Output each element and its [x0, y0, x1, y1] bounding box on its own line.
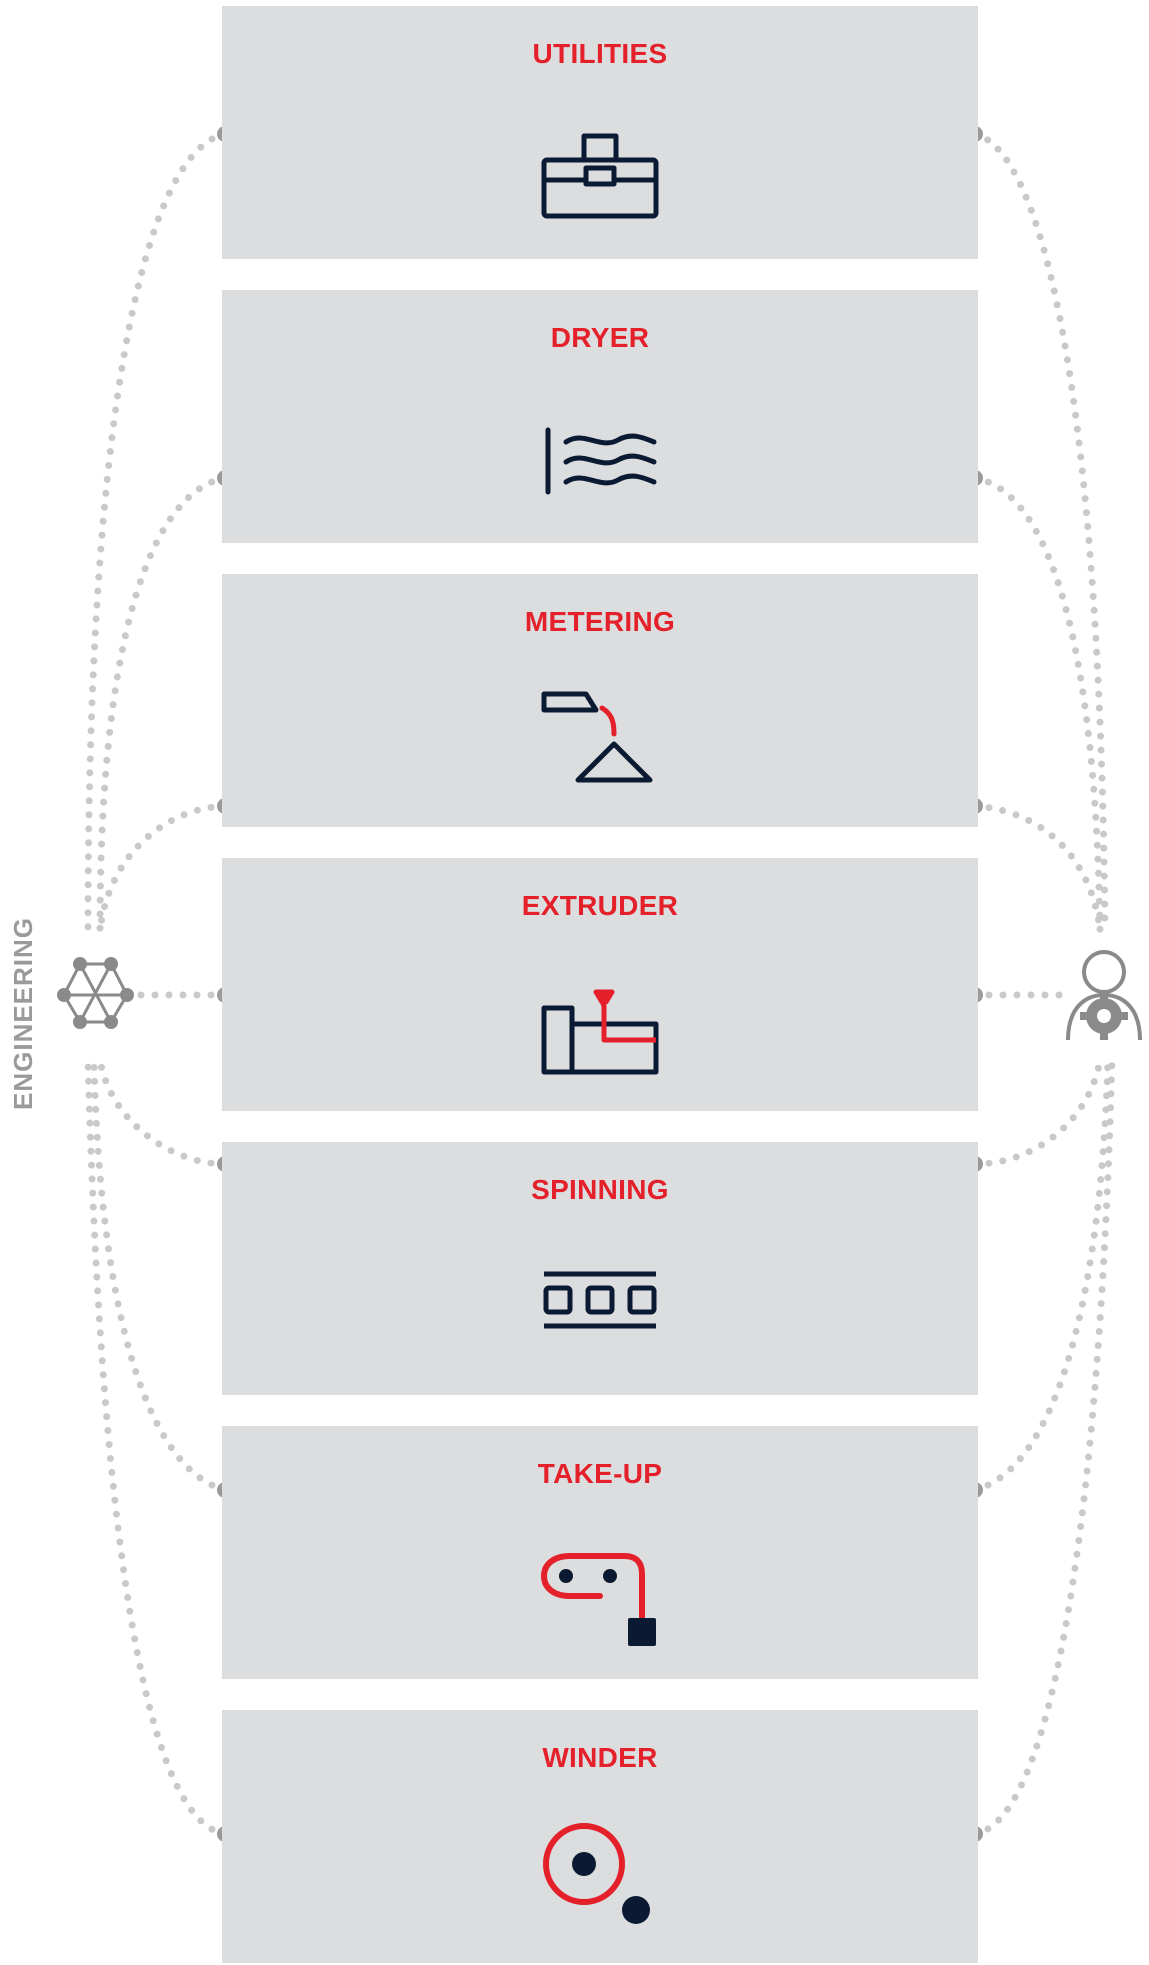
toolbox-icon [541, 133, 659, 219]
stage-title: TAKE-UP [537, 1458, 663, 1489]
spinneret-icon [543, 1271, 657, 1329]
stage-title: UTILITIES [532, 38, 668, 69]
stage-card-utilities: UTILITIES [222, 6, 978, 259]
connector-right-takeup [971, 1056, 1112, 1494]
connector-left-dryer [96, 474, 229, 934]
air-waves-icon [545, 427, 657, 495]
connector-right-utilities [971, 130, 1109, 934]
connector-left-winder [84, 1056, 229, 1838]
connector-right-winder [971, 1056, 1116, 1838]
stage-card-take-up: TAKE-UP [222, 1426, 978, 1679]
stage-card-winder: WINDER [222, 1710, 978, 1963]
extruder-icon [541, 989, 659, 1075]
connector-right-dryer [971, 474, 1104, 934]
winder-bobbin-icon [543, 1823, 650, 1924]
connector-left-spinning [96, 1056, 229, 1168]
network-hexagon-icon [57, 957, 134, 1029]
metering-hopper-icon [541, 691, 653, 783]
engineering-label: ENGINEERING [8, 916, 38, 1110]
connector-left-takeup [90, 1056, 229, 1494]
take-up-rollers-icon [540, 1553, 656, 1646]
stage-card-extruder: EXTRUDER [222, 858, 978, 1111]
stage-title: DRYER [550, 322, 650, 353]
stage-title: METERING [524, 606, 676, 637]
stage-title: EXTRUDER [521, 890, 679, 921]
stage-title: WINDER [542, 1742, 658, 1773]
connector-right-metering [971, 802, 1104, 934]
person-gear-icon [1066, 950, 1142, 1041]
connector-left-utilities [84, 130, 229, 934]
stage-title: SPINNING [531, 1174, 669, 1205]
connector-left-metering [96, 802, 229, 934]
stage-card-dryer: DRYER [222, 290, 978, 543]
connector-right-spinning [971, 1056, 1104, 1168]
stage-card-spinning: SPINNING [222, 1142, 978, 1395]
stage-card-metering: METERING [222, 574, 978, 827]
